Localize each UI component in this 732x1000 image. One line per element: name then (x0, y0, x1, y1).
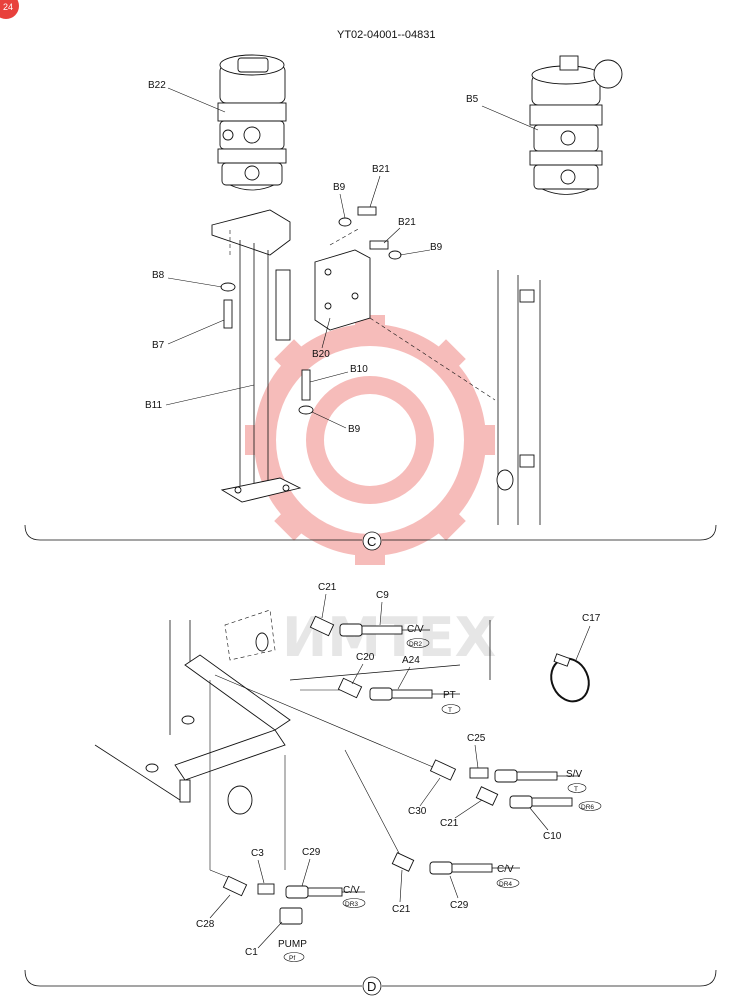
section-label-d: D (367, 979, 376, 994)
label-c28: C28 (196, 919, 215, 930)
port-tag-sv: T (574, 786, 578, 793)
watermark-gear (245, 315, 495, 565)
port-name-pt: PT (443, 690, 456, 701)
label-b5: B5 (466, 94, 479, 105)
port-name-dr3: C/V (343, 885, 360, 896)
port-tag-dr6: DR6 (581, 804, 594, 811)
bracket-b20 (314, 227, 496, 401)
label-c10: C10 (543, 831, 562, 842)
label-b11: B11 (145, 400, 162, 411)
port-tag-dr3: DR3 (345, 901, 358, 908)
label-b21-a: B21 (372, 164, 390, 175)
stand-b11 (211, 209, 302, 503)
label-b9-a: B9 (333, 182, 346, 193)
port-name-dr4: C/V (497, 864, 514, 875)
label-c21-a: C21 (318, 582, 337, 593)
port-tag-pump: Pf (289, 955, 295, 962)
port-name-dr2: C/V (407, 624, 424, 635)
page-badge: 24 (0, 0, 19, 19)
label-c30: C30 (408, 806, 427, 817)
labels-c: B22 B5 B21 B9 B21 B9 B8 B7 B20 B10 B11 B… (145, 80, 539, 435)
watermark-text: ИМТЕХ (282, 606, 496, 669)
section-divider-d: D (24, 969, 717, 996)
label-b9-b: B9 (430, 242, 443, 253)
section-label-c: C (367, 534, 376, 549)
fittings-d (222, 615, 590, 925)
frame-right-c (496, 270, 541, 525)
label-b21-b: B21 (398, 217, 416, 228)
label-c21-c: C21 (392, 904, 411, 915)
page-badge-circle (0, 0, 19, 19)
label-c1: C1 (245, 947, 258, 958)
label-b10: B10 (350, 364, 368, 375)
label-c29-a: C29 (302, 847, 321, 858)
port-tag-pt: T (448, 707, 452, 714)
port-tag-dr4: DR4 (499, 881, 512, 888)
label-b7: B7 (152, 340, 165, 351)
port-name-pump: PUMP (278, 939, 307, 950)
port-name-sv: S/V (566, 769, 582, 780)
label-c3: C3 (251, 848, 264, 859)
motor-b22 (217, 54, 287, 191)
label-b20: B20 (312, 349, 330, 360)
section-divider-c: C (24, 524, 717, 551)
label-c25: C25 (467, 733, 486, 744)
label-c21-b: C21 (440, 818, 459, 829)
label-b8: B8 (152, 270, 165, 281)
label-c17: C17 (582, 613, 601, 624)
label-a24: A24 (402, 655, 420, 666)
label-b9-c: B9 (348, 424, 361, 435)
label-c29-b: C29 (450, 900, 469, 911)
label-b22: B22 (148, 80, 166, 91)
page-badge-number: 24 (3, 2, 13, 12)
labels-d: C21 C9 C17 C20 A24 C25 C30 C21 C10 C3 C2… (196, 582, 601, 958)
motor-b5 (529, 55, 623, 195)
fasteners-c (220, 206, 402, 415)
port-tag-dr2: DR2 (409, 641, 422, 648)
port-labels: C/V DR2 PT T S/V T DR6 C/V DR4 C/V DR3 P… (278, 624, 602, 962)
frame-body-d (94, 609, 491, 881)
label-c20: C20 (356, 652, 375, 663)
label-c9: C9 (376, 590, 389, 601)
model-range: YT02-04001--04831 (337, 29, 435, 41)
